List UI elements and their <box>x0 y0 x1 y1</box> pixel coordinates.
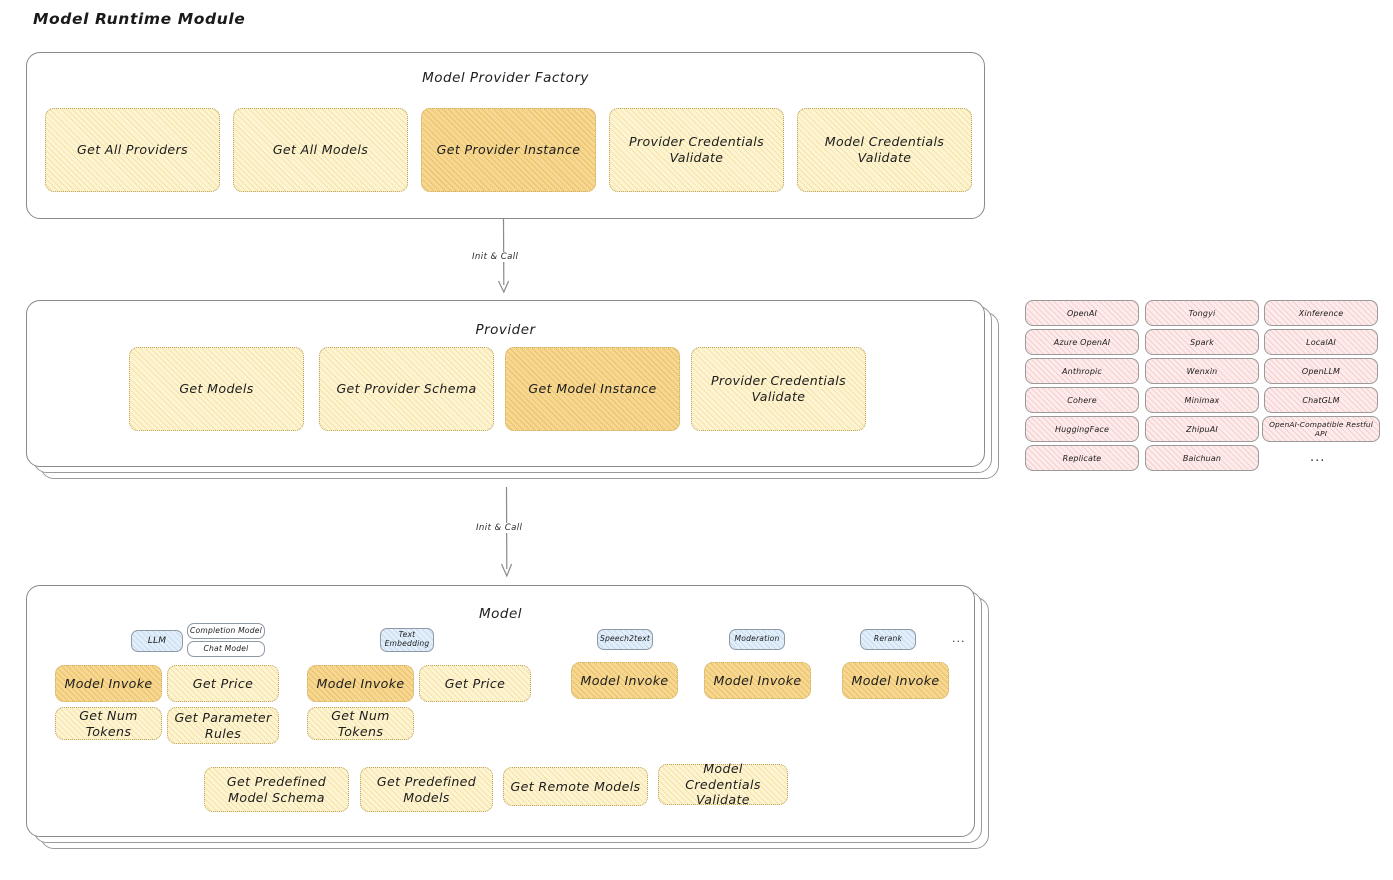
provider-chip-tongyi[interactable]: Tongyi <box>1145 300 1259 326</box>
provider-chip-huggingface[interactable]: HuggingFace <box>1025 416 1139 442</box>
model-badge-llm[interactable]: LLM <box>131 630 183 652</box>
model-sub-badge-chat-model[interactable]: Chat Model <box>187 641 265 657</box>
provider-chip-cohere[interactable]: Cohere <box>1025 387 1139 413</box>
model-panel: Model LLM Completion Model Chat Model Mo… <box>26 585 975 837</box>
model-badge-text-embedding[interactable]: Text Embedding <box>380 628 434 652</box>
factory-node-get-all-models[interactable]: Get All Models <box>233 108 408 192</box>
model-sub-badge-completion-model[interactable]: Completion Model <box>187 623 265 639</box>
factory-node-get-all-providers[interactable]: Get All Providers <box>45 108 220 192</box>
factory-node-model-credentials-validate[interactable]: Model Credentials Validate <box>797 108 972 192</box>
model-node-speech2text-model-invoke[interactable]: Model Invoke <box>571 662 678 699</box>
model-node-llm-get-parameter-rules[interactable]: Get Parameter Rules <box>167 707 279 744</box>
provider-chip-chatglm[interactable]: ChatGLM <box>1264 387 1378 413</box>
provider-list-more: ... <box>1310 450 1326 465</box>
model-node-text-embedding-get-num-tokens[interactable]: Get Num Tokens <box>307 707 414 740</box>
factory-node-get-provider-instance[interactable]: Get Provider Instance <box>421 108 596 192</box>
model-provider-factory-panel: Model Provider Factory Get All Providers… <box>26 52 985 219</box>
provider-chip-baichuan[interactable]: Baichuan <box>1145 445 1259 471</box>
arrow-label-init-and-call-1: Init & Call <box>468 252 523 262</box>
model-node-text-embedding-model-invoke[interactable]: Model Invoke <box>307 665 414 702</box>
model-groups-more: ... <box>952 632 966 645</box>
model-provider-factory-title: Model Provider Factory <box>422 70 589 86</box>
provider-panel: Provider Get Models Get Provider Schema … <box>26 300 985 467</box>
provider-chip-azure-openai[interactable]: Azure OpenAI <box>1025 329 1139 355</box>
arrow-label-init-and-call-2: Init & Call <box>472 523 527 533</box>
provider-chip-wenxin[interactable]: Wenxin <box>1145 358 1259 384</box>
model-badge-moderation[interactable]: Moderation <box>729 629 785 650</box>
model-badge-speech2text[interactable]: Speech2text <box>597 629 653 650</box>
page-title: Model Runtime Module <box>33 10 246 28</box>
model-node-get-remote-models[interactable]: Get Remote Models <box>503 767 648 806</box>
provider-chip-localai[interactable]: LocalAI <box>1264 329 1378 355</box>
provider-chip-replicate[interactable]: Replicate <box>1025 445 1139 471</box>
factory-node-provider-credentials-validate[interactable]: Provider Credentials Validate <box>609 108 784 192</box>
model-node-text-embedding-get-price[interactable]: Get Price <box>419 665 531 702</box>
provider-chip-xinference[interactable]: Xinference <box>1264 300 1378 326</box>
provider-node-get-models[interactable]: Get Models <box>129 347 304 431</box>
model-node-get-predefined-models[interactable]: Get Predefined Models <box>360 767 493 812</box>
provider-node-provider-credentials-validate[interactable]: Provider Credentials Validate <box>691 347 866 431</box>
model-node-llm-get-num-tokens[interactable]: Get Num Tokens <box>55 707 162 740</box>
arrow-provider-to-model <box>500 486 513 578</box>
model-node-get-predefined-model-schema[interactable]: Get Predefined Model Schema <box>204 767 349 812</box>
provider-chip-anthropic[interactable]: Anthropic <box>1025 358 1139 384</box>
provider-node-get-model-instance[interactable]: Get Model Instance <box>505 347 680 431</box>
provider-node-get-provider-schema[interactable]: Get Provider Schema <box>319 347 494 431</box>
model-title: Model <box>478 606 523 622</box>
provider-chip-openai-compatible-restful-api[interactable]: OpenAI-Compatible Restful API <box>1262 416 1380 442</box>
model-node-rerank-model-invoke[interactable]: Model Invoke <box>842 662 949 699</box>
model-node-llm-get-price[interactable]: Get Price <box>167 665 279 702</box>
provider-chip-spark[interactable]: Spark <box>1145 329 1259 355</box>
model-badge-rerank[interactable]: Rerank <box>860 629 916 650</box>
provider-chip-openai[interactable]: OpenAI <box>1025 300 1139 326</box>
model-node-moderation-model-invoke[interactable]: Model Invoke <box>704 662 811 699</box>
provider-title: Provider <box>475 322 536 338</box>
provider-chip-zhipuai[interactable]: ZhipuAI <box>1145 416 1259 442</box>
model-node-llm-model-invoke[interactable]: Model Invoke <box>55 665 162 702</box>
provider-chip-minimax[interactable]: Minimax <box>1145 387 1259 413</box>
provider-chip-openllm[interactable]: OpenLLM <box>1264 358 1378 384</box>
model-node-model-credentials-validate[interactable]: Model Credentials Validate <box>658 761 788 807</box>
